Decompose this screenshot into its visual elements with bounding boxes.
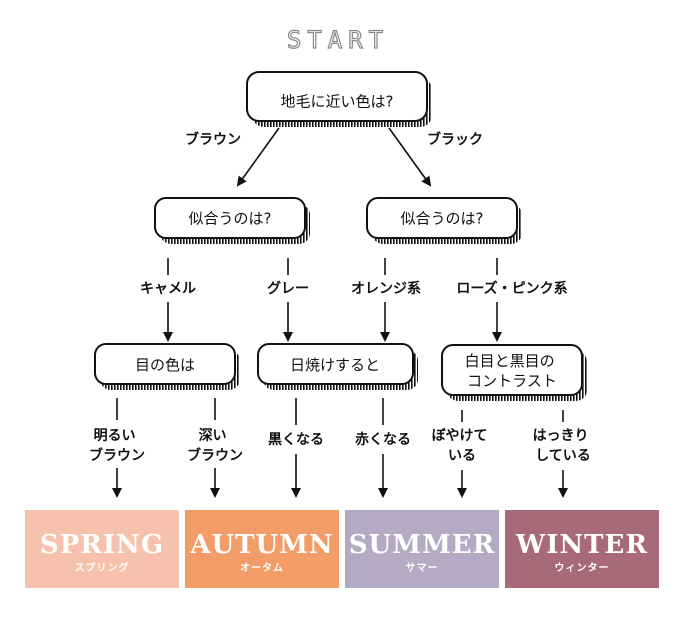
edge-label-camel-line: キャメル [140, 281, 196, 297]
result-summer: SUMMER サマー [345, 510, 499, 588]
edge-label-orange-line: オレンジ系 [351, 280, 421, 297]
edge-label-deep-brown: 深い ブラウン [187, 427, 243, 464]
edge-label-clear-line-2: している [535, 448, 591, 464]
question-eye-color-line: 目の色は [135, 356, 195, 374]
edge-label-gray-line: グレー [267, 280, 309, 297]
edge-label-red-line: 赤くなる [355, 432, 411, 448]
edge-label-light-brown: 明るい ブラウン [89, 428, 145, 464]
result-autumn: AUTUMN オータム [185, 510, 339, 588]
edge-label-dark-line: 黒くなる [268, 432, 324, 448]
question-eye-color: 目の色は [94, 343, 240, 390]
result-summer-title: SUMMER [349, 530, 495, 560]
edge-label-light-brown-line-1: 明るい [94, 428, 136, 444]
edge-label-black-line: ブラック [427, 131, 483, 148]
edge-label-brown: ブラウン [185, 131, 241, 148]
result-autumn-subtitle: オータム [240, 562, 284, 574]
question-hair-color: 地毛に近い色は? [246, 71, 432, 127]
result-spring-bg [25, 510, 179, 588]
question-suits-left: 似合うのは? [154, 197, 310, 244]
edge-label-light-brown-line-2: ブラウン [89, 447, 145, 464]
edge-label-dark: 黒くなる [268, 432, 324, 448]
question-suits-right: 似合うのは? [366, 197, 522, 244]
result-autumn-title: AUTUMN [189, 530, 333, 560]
edge-q1-left [236, 127, 280, 187]
edge-label-blurry: ぼやけて いる [432, 428, 493, 464]
result-spring-subtitle: スプリング [75, 561, 130, 574]
result-autumn-bg [185, 510, 339, 588]
question-suntan: 日焼けすると [257, 343, 418, 390]
question-hair-color-text: 地毛に近い色は? [281, 93, 394, 111]
result-spring-title: SPRING [40, 530, 164, 560]
question-suits-right-text: 似合うのは? [401, 210, 484, 228]
edge-q1-right [388, 127, 432, 187]
start-label: START [287, 26, 389, 54]
edge-label-deep-brown-line-2: ブラウン [187, 447, 243, 464]
edge-label-rosepink-line: ローズ・ピンク系 [456, 280, 567, 297]
question-eye-contrast: 白目と黒目の コントラスト [441, 344, 587, 401]
result-summer-bg [345, 510, 499, 588]
result-spring: SPRING スプリング [25, 510, 179, 588]
edge-label-blurry-line-2: いる [448, 448, 476, 464]
question-eye-contrast-line-2: コントラスト [467, 372, 557, 390]
question-eye-color-text: 目の色は [135, 356, 195, 374]
result-winter-title: WINTER [515, 530, 648, 560]
question-eye-contrast-text: 白目と黒目の コントラスト [465, 352, 560, 390]
question-suntan-text: 日焼けすると [290, 356, 380, 374]
result-summer-subtitle: サマー [406, 562, 439, 574]
edge-label-orange: オレンジ系 [351, 280, 421, 297]
edge-label-black: ブラック [427, 131, 483, 148]
level2-connectors [163, 258, 502, 342]
question-suntan-line: 日焼けすると [290, 356, 380, 374]
edge-label-brown-line: ブラウン [185, 131, 241, 148]
edge-label-clear-line-1: はっきり [533, 428, 589, 444]
result-winter-subtitle: ウィンター [555, 562, 610, 574]
result-winter: WINTER ウィンター [505, 510, 659, 588]
edge-label-blurry-line-1: ぼやけて [432, 428, 488, 444]
edge-label-rosepink: ローズ・ピンク系 [456, 280, 567, 297]
result-winter-bg [505, 510, 659, 588]
question-suits-left-text: 似合うのは? [189, 210, 272, 228]
edge-label-camel: キャメル [140, 281, 196, 297]
edge-label-red: 赤くなる [355, 432, 411, 448]
level3-connectors [112, 398, 568, 498]
edge-label-gray: グレー [267, 280, 309, 297]
edge-label-deep-brown-line-1: 深い [199, 427, 227, 444]
question-eye-contrast-line-1: 白目と黒目の [465, 352, 555, 370]
edge-label-clear: はっきり している [533, 428, 594, 464]
